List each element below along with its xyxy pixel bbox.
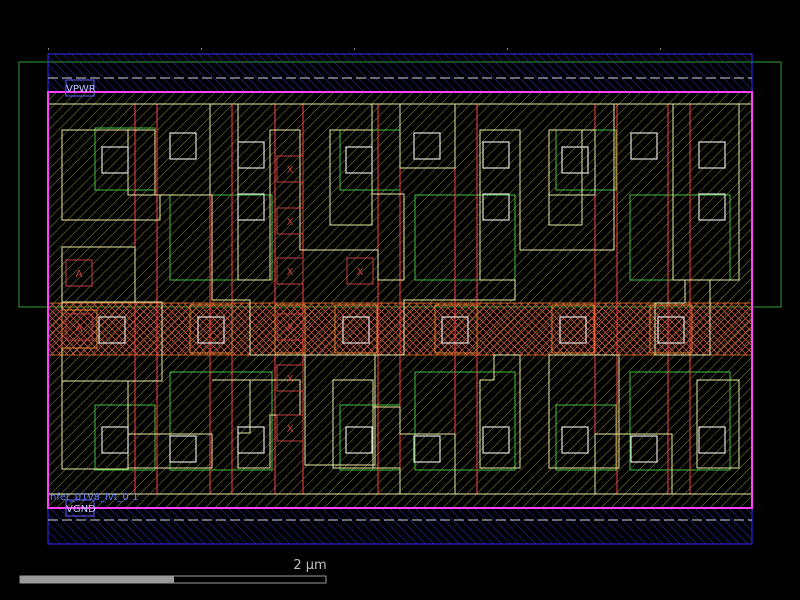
pin-label: X	[287, 217, 294, 228]
pin-label: X	[287, 165, 294, 176]
vgnd-label: VGND	[66, 504, 96, 515]
top-li-strip	[48, 77, 752, 521]
poly-contacts	[61, 304, 693, 354]
vpwr-label-box	[65, 79, 95, 97]
pin-label: X	[287, 374, 294, 385]
pin-label: X	[357, 267, 364, 278]
contacts	[98, 132, 726, 463]
cell-boundary	[47, 91, 753, 509]
pin-label: A	[76, 269, 83, 280]
grid-ticks	[48, 48, 661, 50]
pin-label: A	[76, 323, 83, 334]
vpwr-label: VPWR	[66, 84, 96, 95]
pin-labels: A X X X X A X X X	[76, 165, 364, 435]
scale-bar-label: 2 µm	[293, 558, 327, 573]
pin-label: X	[287, 323, 294, 334]
pin-label: X	[287, 267, 294, 278]
vpwr-rail	[47, 53, 753, 93]
vgnd-rail	[47, 507, 753, 545]
pin-label-boxes	[65, 155, 374, 442]
vgnd-label-box	[65, 499, 95, 517]
pin-label: X	[287, 424, 294, 435]
scale-bar-fill	[20, 576, 174, 583]
vgnd-sublabel: nfet_01v8_lvt_0 1	[50, 492, 138, 503]
